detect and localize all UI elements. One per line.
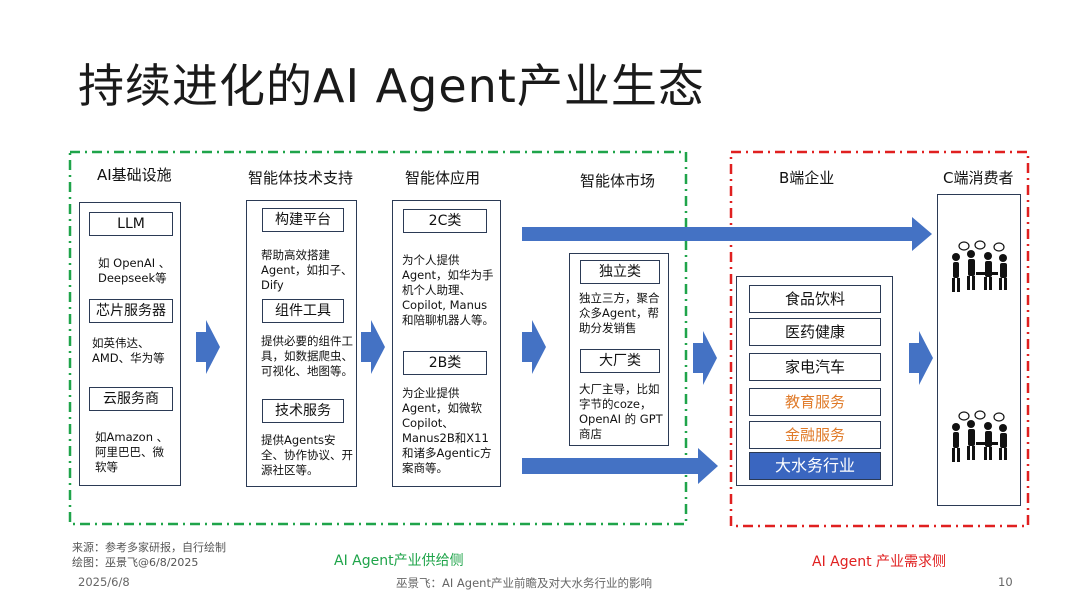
platform-label: 构建平台 (262, 208, 344, 232)
demand-side-caption: AI Agent 产业需求侧 (812, 554, 947, 570)
b-type-label: 2B类 (403, 351, 487, 375)
page-number: 10 (998, 575, 1013, 589)
industry-item-highlight: 大水务行业 (749, 452, 881, 480)
infra-panel (79, 202, 181, 486)
cloud-description: 如Amazon 、阿里巴巴、微软等 (95, 430, 169, 474)
column-tech-heading: 智能体技术支持 (248, 169, 354, 187)
industry-item: 食品饮料 (749, 285, 881, 313)
column-b2b-heading: B端企业 (779, 169, 835, 187)
consumer-group-icon (952, 410, 1007, 462)
column-apps-heading: 智能体应用 (405, 169, 481, 187)
llm-description: 如 OpenAI 、Deepseek等 (98, 256, 171, 285)
footer-date: 2025/6/8 (78, 575, 130, 589)
industry-item: 教育服务 (749, 388, 881, 416)
right-arrow-icon (522, 320, 546, 374)
tools-label: 组件工具 (262, 299, 344, 323)
chip-label: 芯片服务器 (89, 299, 173, 323)
llm-label: LLM (89, 212, 173, 236)
supply-side-border (68, 150, 688, 526)
service-label: 技术服务 (262, 399, 344, 423)
big-vendor-description: 大厂主导，比如字节的coze，OpenAI 的 GPT商店 (579, 382, 663, 441)
b-type-description: 为企业提供Agent，如微软Copilot、Manus2B和X11和诸多Agen… (402, 386, 492, 475)
industry-item: 家电汽车 (749, 353, 881, 381)
right-arrow-icon (693, 331, 717, 385)
independent-description: 独立三方，聚合众多Agent，帮助分发销售 (579, 291, 660, 335)
demand-side-border (729, 150, 1030, 528)
independent-label: 独立类 (580, 260, 660, 284)
apps-panel (392, 200, 501, 487)
tools-description: 提供必要的组件工具，如数据爬虫、可视化、地图等。 (261, 334, 353, 378)
right-arrow-icon (196, 320, 220, 374)
tech-panel (246, 200, 357, 487)
column-c2c-heading: C端消费者 (943, 169, 1014, 187)
big-vendor-label: 大厂类 (580, 349, 660, 373)
drawn-note: 绘图：巫景飞@6/8/2025 (72, 556, 199, 569)
consumer-group-icon (952, 240, 1007, 292)
service-description: 提供Agents安全、协作协议、开源社区等。 (261, 433, 353, 477)
right-arrow-icon (361, 320, 385, 374)
industry-item: 金融服务 (749, 421, 881, 449)
long-arrow-to-consumer (522, 217, 932, 251)
chip-description: 如英伟达、AMD、华为等 (92, 336, 165, 365)
supply-side-caption: AI Agent产业供给侧 (334, 553, 464, 569)
source-note: 来源：参考多家研报，自行绘制 (72, 541, 226, 554)
industry-item: 医药健康 (749, 318, 881, 346)
right-arrow-icon (909, 331, 933, 385)
column-market-heading: 智能体市场 (580, 172, 656, 190)
platform-description: 帮助高效搭建Agent，如扣子、Dify (261, 248, 353, 292)
footer-center: 巫景飞：AI Agent产业前瞻及对大水务行业的影响 (396, 576, 652, 590)
long-arrow-to-enterprise (522, 448, 718, 484)
c-type-description: 为个人提供Agent，如华为手机个人助理、Copilot, Manus和陪聊机器… (402, 253, 494, 327)
cloud-label: 云服务商 (89, 387, 173, 411)
c-type-label: 2C类 (403, 209, 487, 233)
page-title: 持续进化的AI Agent产业生态 (78, 59, 705, 113)
column-infra-heading: AI基础设施 (97, 166, 172, 184)
